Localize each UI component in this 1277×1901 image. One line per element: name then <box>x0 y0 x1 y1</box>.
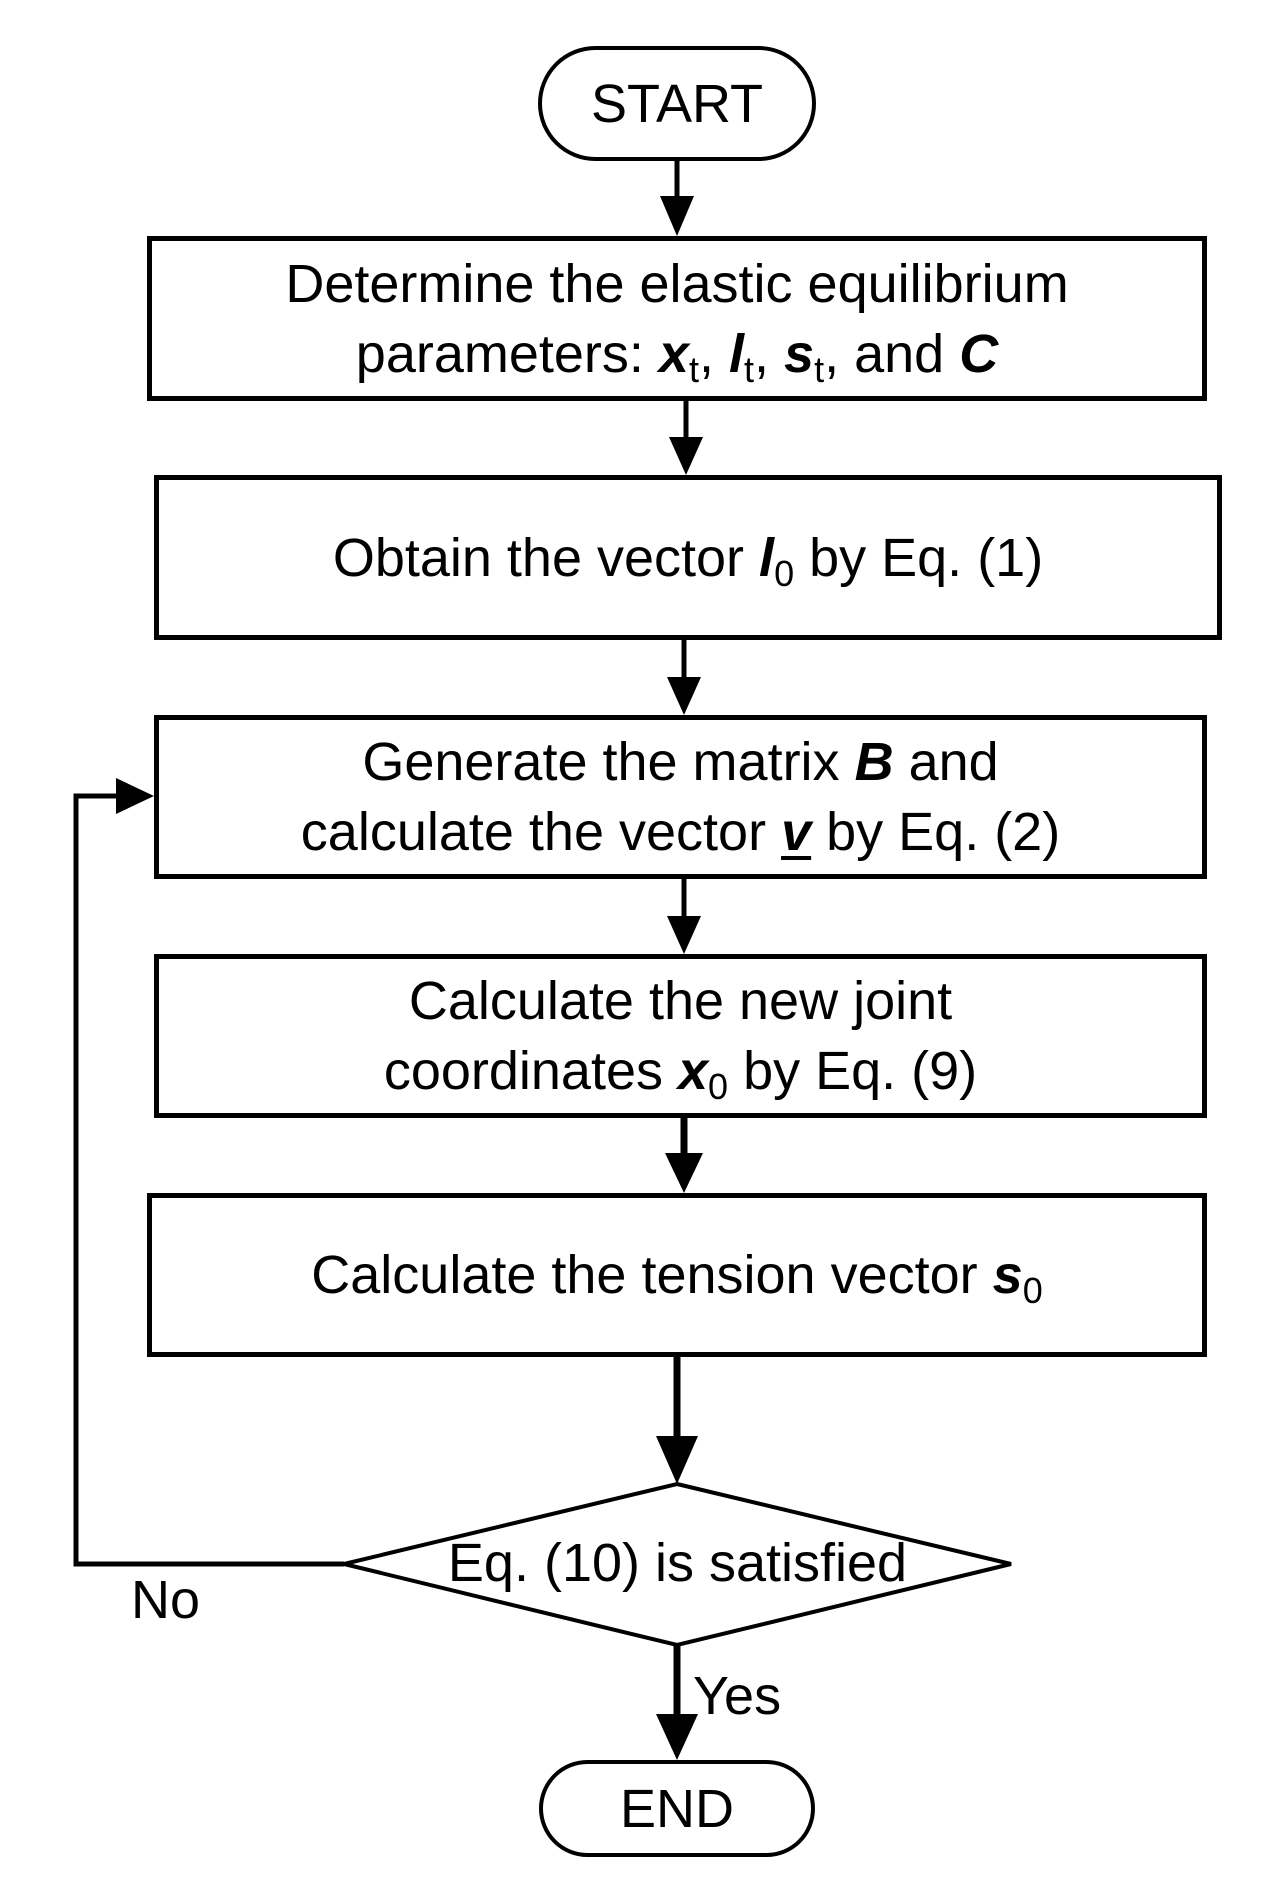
step-text: calculate the vector <box>300 802 782 862</box>
decision-label: Eq. (10) is satisfied <box>447 1533 908 1593</box>
step-text-line: Determine the elastic equilibrium <box>285 249 1068 319</box>
no-branch-label: No <box>131 1570 201 1630</box>
step-text: Calculate the tension vector <box>311 1245 993 1305</box>
arrow-step-3-to-step-4 <box>667 879 701 954</box>
yes-branch-label: Yes <box>693 1666 782 1726</box>
arrow-yes-to-end <box>656 1645 698 1760</box>
arrow-start-to-step-1 <box>660 161 694 236</box>
math-variable: l <box>728 323 744 384</box>
step-text-line: Generate the matrix B and <box>362 727 998 797</box>
start-label: START <box>590 73 764 134</box>
arrow-step-5-to-decision <box>656 1357 698 1484</box>
step-text-line: coordinates x0 by Eq. (9) <box>384 1036 977 1106</box>
process-step-5: Calculate the tension vector s0 <box>147 1193 1207 1357</box>
step-text: Determine the elastic equilibrium <box>285 253 1069 314</box>
arrow-step-1-to-step-2 <box>669 401 703 475</box>
math-variable: B <box>854 732 894 792</box>
step-text: Generate the matrix <box>362 732 855 792</box>
end-label: END <box>619 1778 734 1839</box>
step-text: by Eq. (2) <box>811 802 1061 862</box>
math-variable: C <box>959 323 999 384</box>
step-text: by Eq. (1) <box>794 527 1044 588</box>
step-text-line: parameters: xt, lt, st, and C <box>356 319 998 389</box>
step-text: Calculate the new joint <box>408 971 953 1031</box>
step-text: parameters: <box>355 323 659 384</box>
step-text: by Eq. (9) <box>728 1041 978 1101</box>
start-terminal: START <box>538 46 816 161</box>
end-terminal: END <box>539 1760 815 1857</box>
step-text: , and <box>824 323 960 384</box>
math-subscript: 0 <box>774 552 795 594</box>
arrow-step-4-to-step-5 <box>665 1118 703 1193</box>
arrow-step-2-to-step-3 <box>667 640 701 715</box>
math-subscript: t <box>688 348 699 390</box>
math-variable: s <box>784 323 815 384</box>
math-subscript: 0 <box>1022 1270 1043 1311</box>
step-text-line: calculate the vector v by Eq. (2) <box>301 797 1060 867</box>
math-variable: s <box>992 1245 1023 1305</box>
step-text: and <box>893 732 999 792</box>
step-text: , <box>698 323 729 384</box>
math-subscript: t <box>814 348 825 390</box>
math-subscript: 0 <box>708 1066 729 1107</box>
math-variable: x <box>678 1041 709 1101</box>
arrow-no-feedback-loop <box>73 778 344 1567</box>
step-text-line: Calculate the new joint <box>409 966 952 1036</box>
step-text-line: Obtain the vector l0 by Eq. (1) <box>333 523 1043 593</box>
step-text-line: Calculate the tension vector s0 <box>311 1240 1042 1310</box>
step-text: coordinates <box>383 1041 678 1101</box>
math-variable: v <box>781 802 812 862</box>
process-step-2: Obtain the vector l0 by Eq. (1) <box>154 475 1222 640</box>
step-text: , <box>754 323 785 384</box>
math-variable: l <box>759 527 775 588</box>
math-variable: x <box>658 323 689 384</box>
step-text: Obtain the vector <box>332 527 760 588</box>
math-subscript: t <box>744 348 755 390</box>
